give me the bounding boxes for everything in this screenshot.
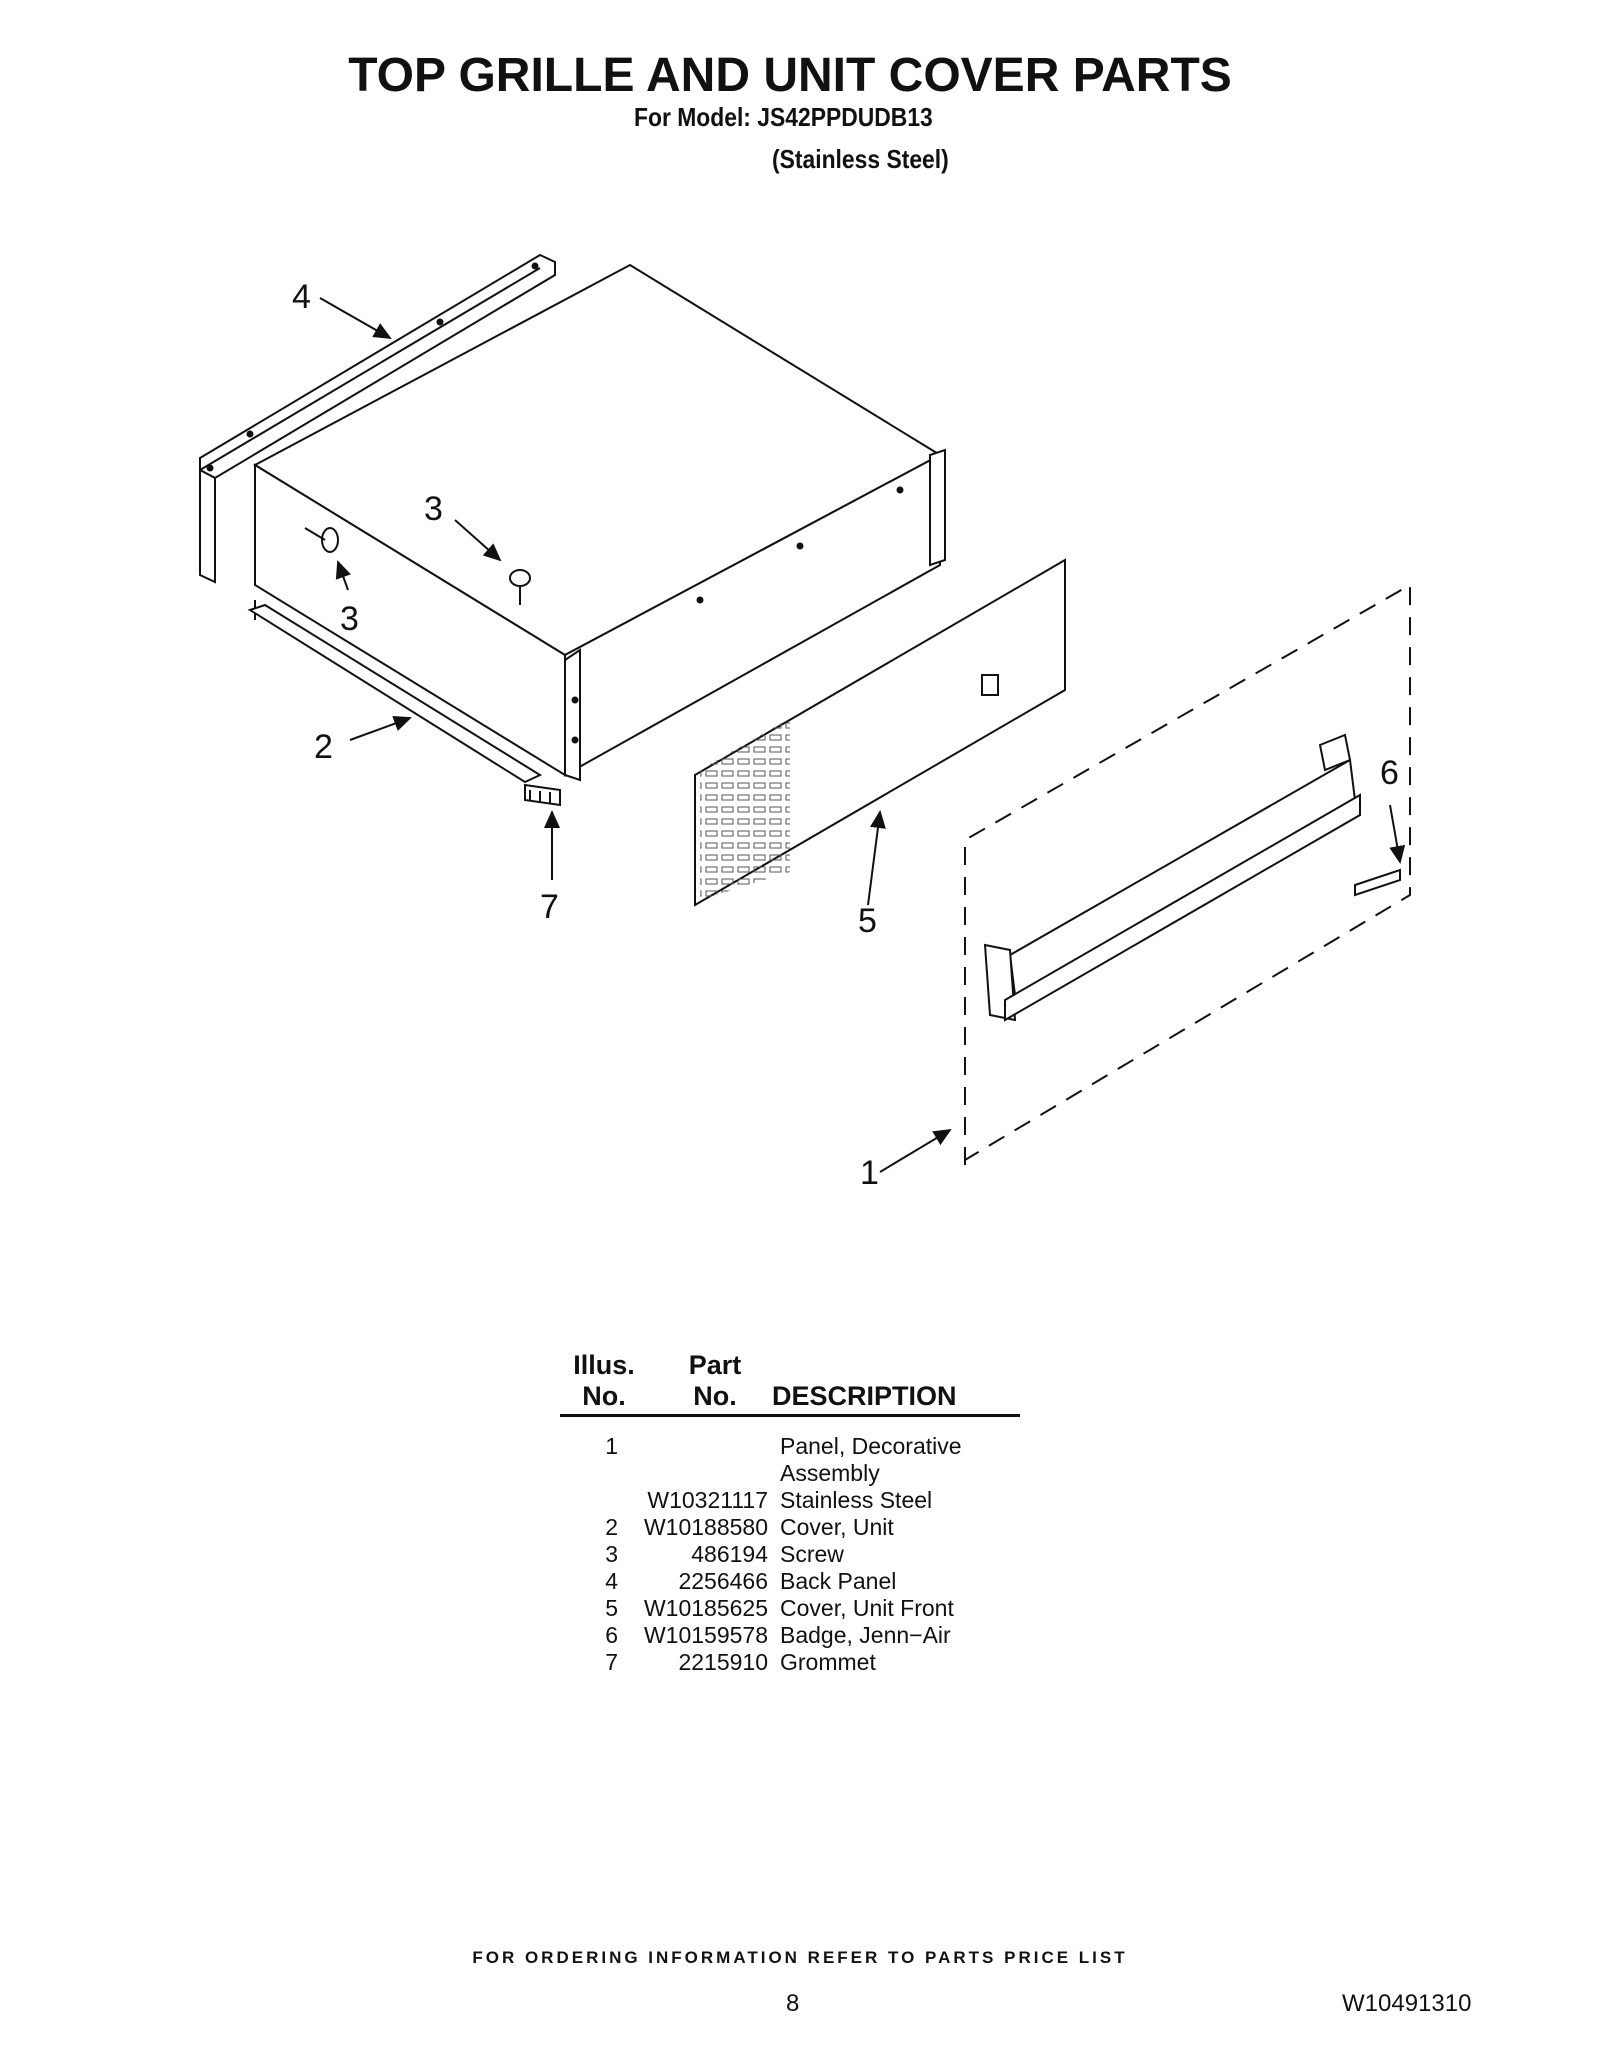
header-part-no: Part No. bbox=[688, 1350, 742, 1411]
callout-1: 1 bbox=[860, 1154, 879, 1192]
table-row: 3 486194 Screw bbox=[605, 1541, 844, 1567]
back-panel-part bbox=[199, 253, 556, 584]
table-row: 2 W10188580 Cover, Unit bbox=[605, 1514, 894, 1540]
callout-labels: 4 3 3 2 7 5 6 1 bbox=[292, 278, 1399, 1192]
screw-part bbox=[304, 527, 531, 605]
callout-2: 2 bbox=[314, 728, 333, 766]
table-row: 4 2256466 Back Panel bbox=[605, 1568, 897, 1594]
decorative-panel-part bbox=[983, 733, 1401, 1022]
model-label: For Model: JS42PPDUDB13 bbox=[634, 102, 933, 132]
document-number: W10491310 bbox=[1342, 1990, 1472, 2017]
table-row: Assembly bbox=[780, 1460, 880, 1486]
table-row: 5 W10185625 Cover, Unit Front bbox=[605, 1595, 954, 1621]
table-row: 7 2215910 Grommet bbox=[605, 1649, 876, 1675]
ordering-note: FOR ORDERING INFORMATION REFER TO PARTS … bbox=[472, 1948, 1128, 1967]
callout-4: 4 bbox=[292, 278, 311, 316]
callout-3b: 3 bbox=[340, 600, 359, 638]
page-number: 8 bbox=[786, 1990, 800, 2017]
parts-table-header: Illus. No. Part No. DESCRIPTION bbox=[560, 1350, 1020, 1417]
header-description: DESCRIPTION bbox=[772, 1381, 957, 1411]
callout-6: 6 bbox=[1380, 754, 1399, 792]
panel-1-outline bbox=[964, 583, 1411, 1165]
exploded-parts-diagram: 4 3 3 2 7 5 6 1 bbox=[199, 253, 1411, 1192]
callout-3a: 3 bbox=[424, 490, 443, 528]
table-row: 1 Panel, Decorative bbox=[605, 1433, 962, 1459]
grommet-part bbox=[524, 783, 561, 807]
table-row: 6 W10159578 Badge, Jenn−Air bbox=[605, 1622, 951, 1648]
variant-label: (Stainless Steel) bbox=[772, 144, 949, 174]
leader-lines bbox=[319, 297, 1406, 1173]
page-title: TOP GRILLE AND UNIT COVER PARTS bbox=[348, 49, 1232, 102]
parts-table: Illus. No. Part No. DESCRIPTION 1 Panel,… bbox=[560, 1350, 1020, 1676]
callout-5: 5 bbox=[858, 902, 877, 940]
table-row: W10321117 Stainless Steel bbox=[647, 1487, 933, 1513]
parts-table-body: 1 Panel, Decorative Assembly W10321117 S… bbox=[560, 1433, 1020, 1676]
callout-7: 7 bbox=[540, 888, 559, 926]
unit-front-cover-part bbox=[694, 558, 1066, 907]
header-illus-no: Illus. No. bbox=[573, 1350, 635, 1411]
